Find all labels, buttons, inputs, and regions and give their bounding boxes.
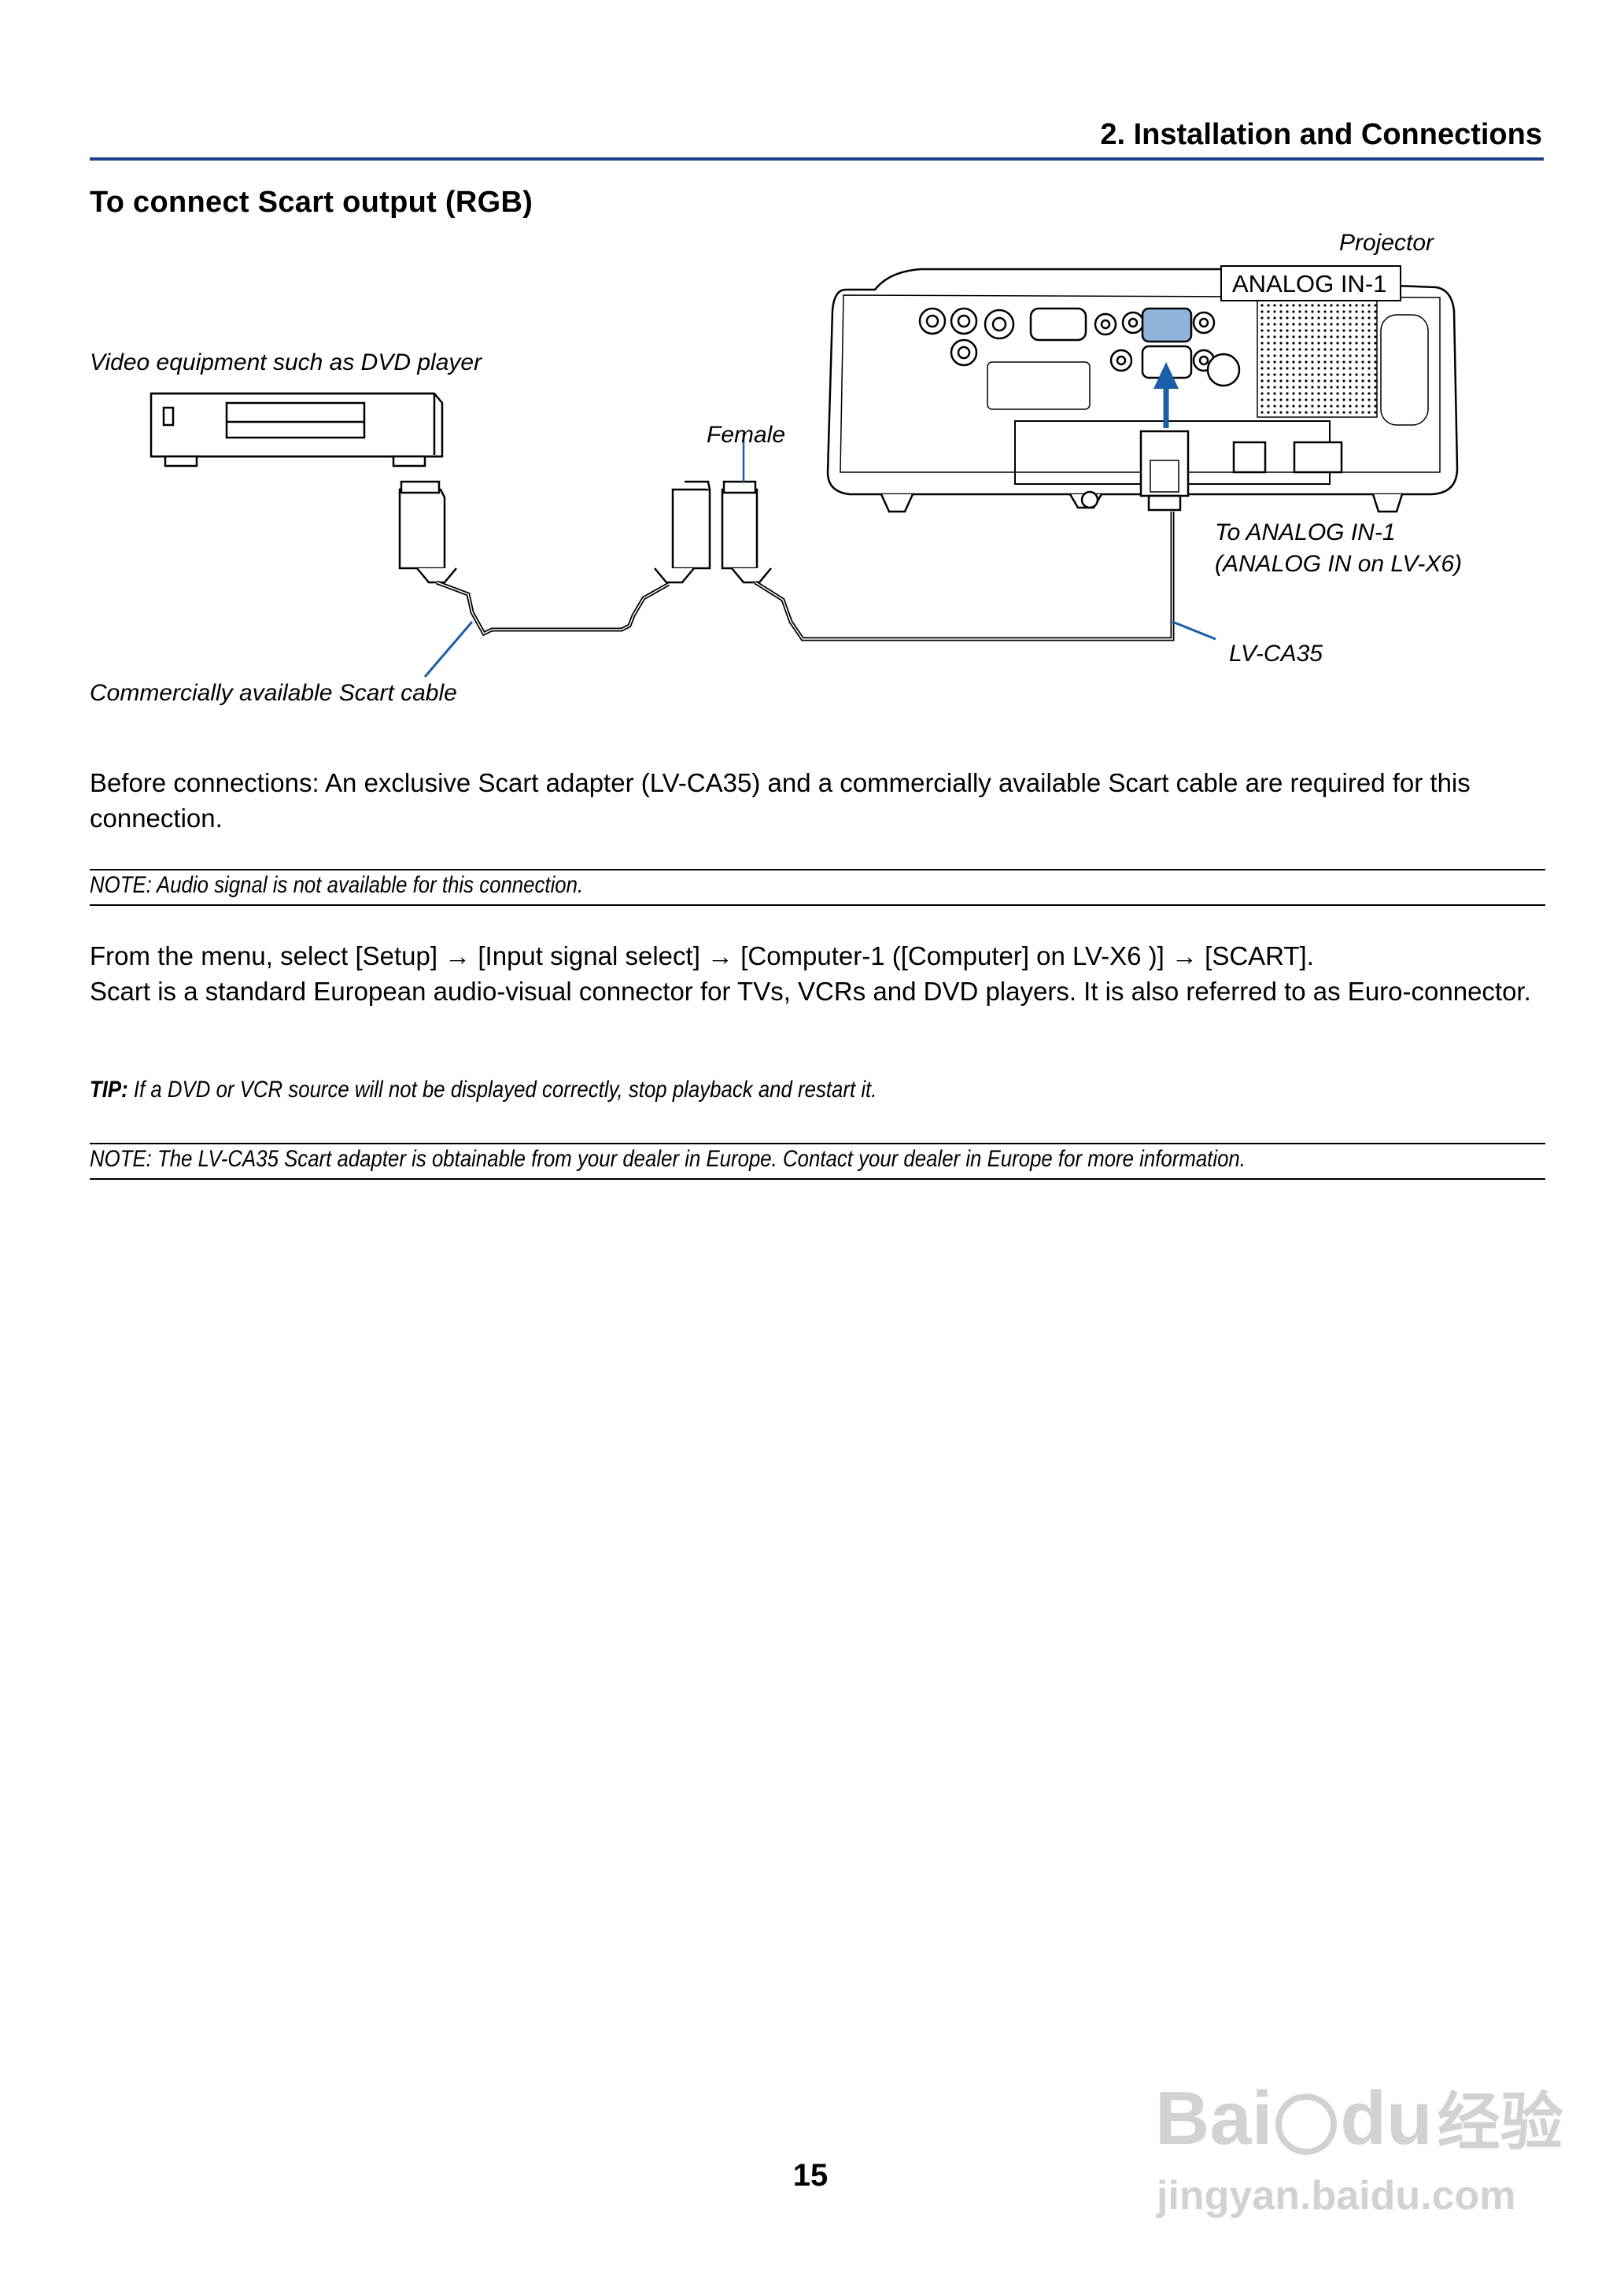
note-audio: NOTE: Audio signal is not available for …	[90, 872, 584, 898]
projector-illustration	[826, 268, 1459, 513]
label-analog-in-lv-x6: (ANALOG IN on LV-X6)	[1215, 551, 1463, 577]
label-scart-cable: Commercially available Scart cable	[90, 680, 457, 706]
dealer-note-rule-top	[90, 1143, 1545, 1144]
dvd-player-illustration	[149, 392, 444, 468]
adapter-cable-illustration	[721, 480, 1175, 641]
note-rule-bottom	[90, 904, 1545, 906]
label-projector: Projector	[1339, 230, 1434, 256]
header-rule	[90, 157, 1544, 161]
label-to-analog-in: To ANALOG IN-1	[1215, 519, 1396, 545]
before-connections-text: Before connections: An exclusive Scart a…	[90, 768, 1471, 833]
analog-in-arrow	[1153, 362, 1179, 428]
paw-icon	[1275, 2093, 1338, 2155]
label-female: Female	[707, 422, 786, 448]
connection-diagram	[149, 265, 1459, 678]
watermark-url: jingyan.baidu.com	[1157, 2173, 1516, 2219]
scart-cable-leader-line	[423, 621, 474, 678]
scart-description-text: Scart is a standard European audio-visua…	[90, 977, 1531, 1006]
analog-in-label-box	[1220, 265, 1401, 301]
note-dealer: NOTE: The LV-CA35 Scart adapter is obtai…	[90, 1146, 1246, 1172]
adapter-plug	[1139, 430, 1190, 512]
dealer-note-rule-bottom	[90, 1178, 1545, 1180]
watermark-cn: 经验	[1437, 2087, 1563, 2157]
section-title: To connect Scart output (RGB)	[90, 186, 533, 219]
menu-instruction-text: From the menu, select [Setup] → [Input s…	[90, 941, 1314, 970]
tip-label: TIP:	[90, 1077, 128, 1103]
page-number: 15	[792, 2158, 829, 2193]
label-analog-in-1: ANALOG IN-1	[1232, 270, 1387, 298]
scart-cable-illustration	[398, 480, 711, 637]
adapter-leader-line	[1172, 620, 1216, 641]
note-rule-top	[90, 869, 1545, 870]
tip-line: TIP: If a DVD or VCR source will not be …	[90, 1077, 1342, 1103]
tip-text: If a DVD or VCR source will not be displ…	[127, 1077, 877, 1103]
label-lv-ca35: LV-CA35	[1229, 641, 1323, 667]
watermark-brand-tail: du	[1340, 2076, 1433, 2160]
watermark-brand: Bai	[1155, 2076, 1273, 2160]
chapter-header: 2. Installation and Connections	[1100, 118, 1542, 151]
label-video-equipment: Video equipment such as DVD player	[90, 349, 482, 375]
